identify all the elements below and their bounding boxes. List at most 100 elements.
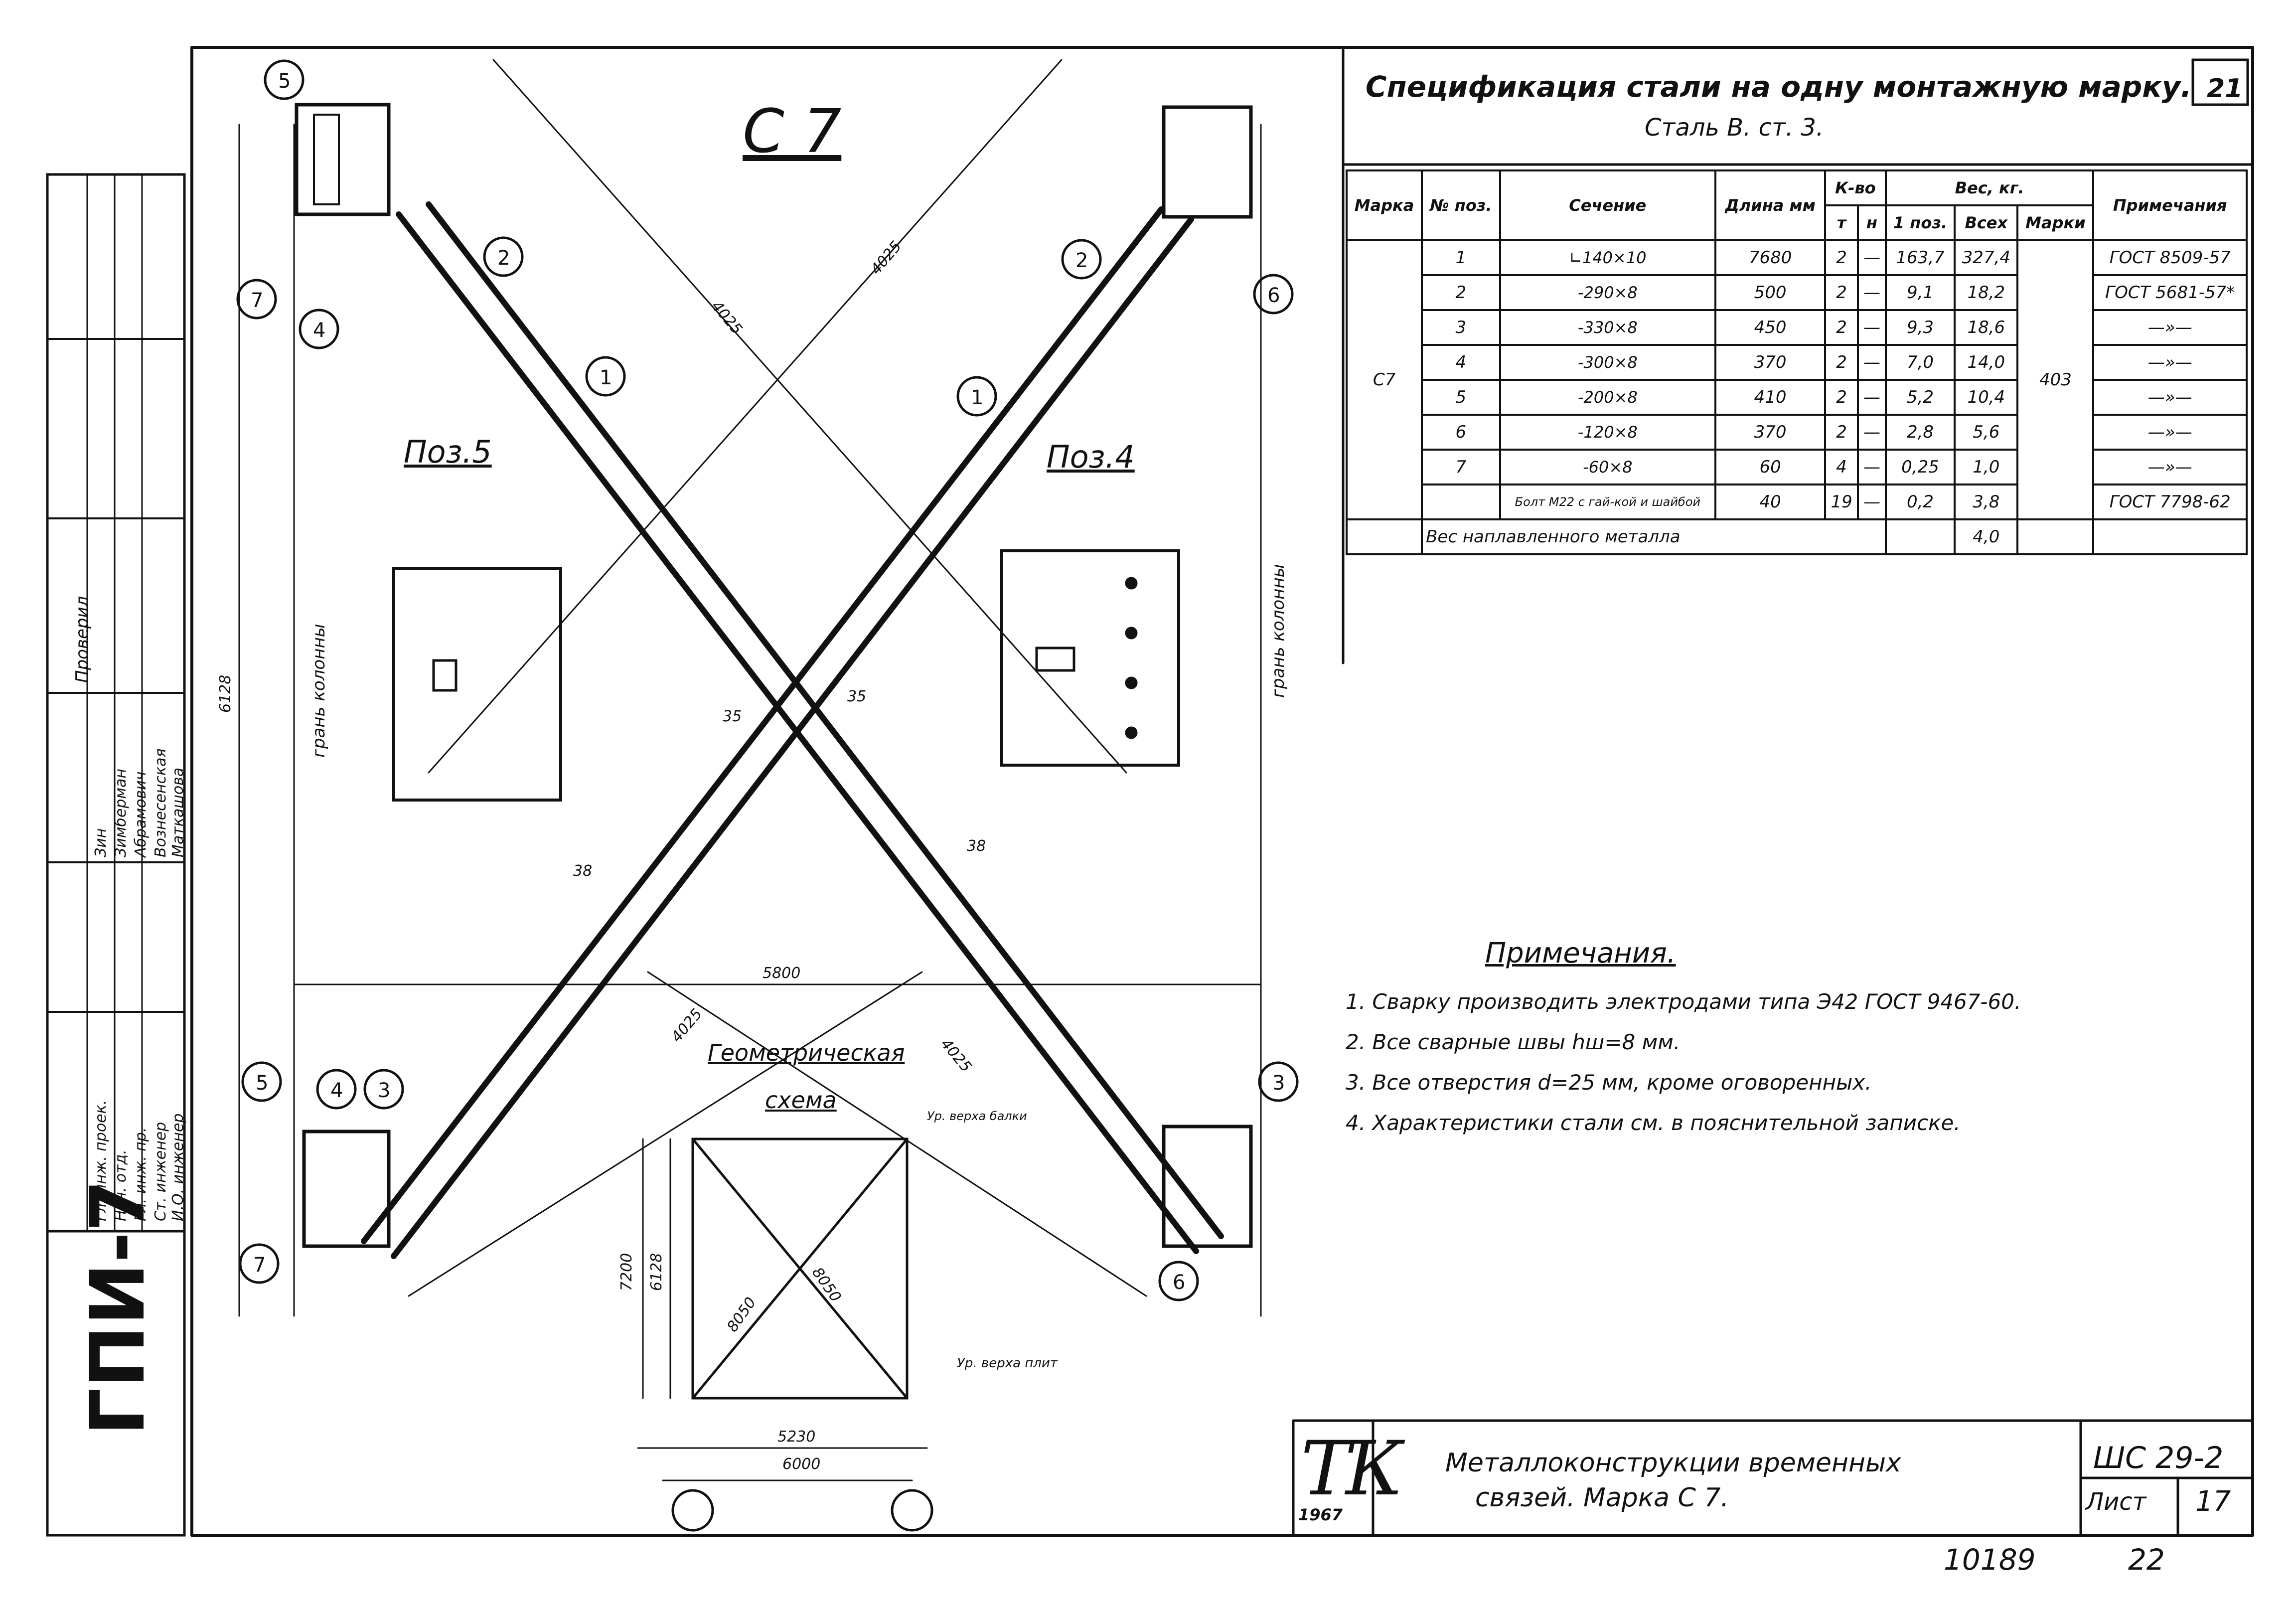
stamp-role-1: Гл. инж. проек.	[92, 1100, 110, 1221]
spec-cell-n: —	[1857, 309, 1887, 346]
spec-cell-t: 2	[1824, 379, 1859, 416]
dim-38-b: 38	[967, 837, 986, 855]
column-face-right: грань колонны	[1268, 564, 1288, 698]
spec-cell-note: —»—	[2092, 414, 2248, 451]
notes-title: Примечания.	[1485, 937, 1676, 970]
spec-cell-length: 7680	[1714, 239, 1827, 276]
callout-6: 6	[1267, 284, 1280, 307]
scheme-top-level: Ур. верха балки	[927, 1109, 1027, 1123]
spec-cell-pos: 2	[1421, 274, 1501, 311]
spec-cell-w1: 163,7	[1884, 239, 1956, 276]
spec-cell-wall: 18,6	[1954, 309, 2019, 346]
spec-cell-note: —»—	[2092, 379, 2248, 416]
spec-cell-section: -120×8	[1499, 414, 1717, 451]
spec-table: Марка № поз. Сечение Длина мм К-во Вес, …	[1345, 169, 2248, 555]
column-face-left: грань колонны	[309, 624, 329, 758]
poz4-plate	[1000, 549, 1180, 767]
stamp-name-5: Маткашова	[169, 767, 187, 857]
col-qty-t: т	[1824, 204, 1859, 241]
tb-name: Металлоконструкции временных связей. Мар…	[1445, 1446, 1901, 1515]
spec-cell-wall: 14,0	[1954, 344, 2019, 381]
spec-cell-wall: 327,4	[1954, 239, 2019, 276]
spec-cell-wall: 1,0	[1954, 449, 2019, 486]
scheme-dim-6000: 6000	[782, 1456, 821, 1473]
spec-cell-wall: 5,6	[1954, 414, 2019, 451]
callout-3: 4	[313, 319, 326, 342]
spec-cell-length: 500	[1714, 274, 1827, 311]
col-length: Длина мм	[1714, 169, 1827, 241]
spec-cell-w1: 9,1	[1884, 274, 1956, 311]
spec-cell-n: —	[1857, 379, 1887, 416]
spec-cell-section: -300×8	[1499, 344, 1717, 381]
spec-cell-length: 40	[1714, 484, 1827, 520]
stamp-role-3: Гл. инж. пр.	[132, 1127, 150, 1221]
callout-12: 3	[1272, 1072, 1285, 1095]
spec-cell-section: -290×8	[1499, 274, 1717, 311]
spec-cell-wall: 10,4	[1954, 379, 2019, 416]
spec-cell-w1: 2,8	[1884, 414, 1956, 451]
poz4-title: Поз.4	[1047, 439, 1135, 475]
spec-cell-length: 450	[1714, 309, 1827, 346]
stamp-name-3: Абрамович	[132, 771, 150, 857]
spec-cell-t: 19	[1824, 484, 1859, 520]
poz5-title: Поз.5	[404, 434, 492, 470]
scheme-frame	[691, 1137, 909, 1400]
spec-cell-pos: 4	[1421, 344, 1501, 381]
spec-cell-pos: 3	[1421, 309, 1501, 346]
spec-cell-note: —»—	[2092, 344, 2248, 381]
callout-7: 1	[600, 366, 612, 389]
spec-cell-note: ГОСТ 5681-57*	[2092, 274, 2248, 311]
stamp-checked: Проверил	[72, 596, 92, 683]
dim-6128: 6128	[217, 674, 234, 713]
brace-pos1-right	[361, 206, 1194, 1259]
tb-sheet: 17	[2195, 1485, 2231, 1518]
note-3: 3. Все отверстия d=25 мм, кроме оговорен…	[1346, 1070, 1872, 1095]
spec-cell-t: 4	[1824, 449, 1859, 486]
callout-8: 1	[971, 386, 984, 409]
spec-cell-note: —»—	[2092, 449, 2248, 486]
spec-title: Спецификация стали на одну монтажную мар…	[1366, 70, 2192, 104]
col-w-1pos: 1 поз.	[1884, 204, 1956, 241]
callout-11: 3	[378, 1079, 391, 1102]
weld-weight: 4,0	[1954, 518, 2019, 555]
spec-mark-weight: 403	[2016, 239, 2095, 520]
weld-empty-4	[2092, 518, 2248, 555]
scheme-dim-5230: 5230	[777, 1428, 816, 1446]
spec-cell-note: ГОСТ 8509-57	[2092, 239, 2248, 276]
note-1: 1. Сварку производить электродами типа Э…	[1346, 989, 2021, 1014]
dim-38-a: 38	[573, 862, 593, 880]
weld-empty-2	[1884, 518, 1956, 555]
poz5-plate	[392, 567, 562, 802]
dim-35-a: 35	[723, 708, 742, 725]
spec-cell-t: 2	[1824, 274, 1859, 311]
col-qty-n: н	[1857, 204, 1887, 241]
spec-cell-pos: 1	[1421, 239, 1501, 276]
col-section: Сечение	[1499, 169, 1717, 241]
spec-cell-length: 370	[1714, 344, 1827, 381]
weld-empty-3	[2016, 518, 2095, 555]
spec-cell-n: —	[1857, 239, 1887, 276]
spec-subtitle: Сталь В. ст. 3.	[1645, 114, 1824, 142]
spec-cell-section: -330×8	[1499, 309, 1717, 346]
stamp-name-2: Зимберман	[112, 769, 130, 857]
scheme-title-1: Геометрическая	[708, 1039, 905, 1066]
spec-cell-w1: 0,2	[1884, 484, 1956, 520]
spec-cell-length: 370	[1714, 414, 1827, 451]
spec-cell-n: —	[1857, 449, 1887, 486]
dim-5800: 5800	[763, 965, 801, 982]
spec-cell-n: —	[1857, 274, 1887, 311]
callout-9: 5	[256, 1072, 269, 1095]
weld-label: Вес наплавленного металла	[1421, 518, 1887, 555]
col-mark: Марка	[1345, 169, 1423, 241]
spec-cell-pos: 6	[1421, 414, 1501, 451]
page-footer-1: 10189	[1944, 1543, 2036, 1577]
col-w-all: Всех	[1954, 204, 2019, 241]
dim-35-b: 35	[847, 688, 867, 705]
spec-cell-wall: 18,2	[1954, 274, 2019, 311]
